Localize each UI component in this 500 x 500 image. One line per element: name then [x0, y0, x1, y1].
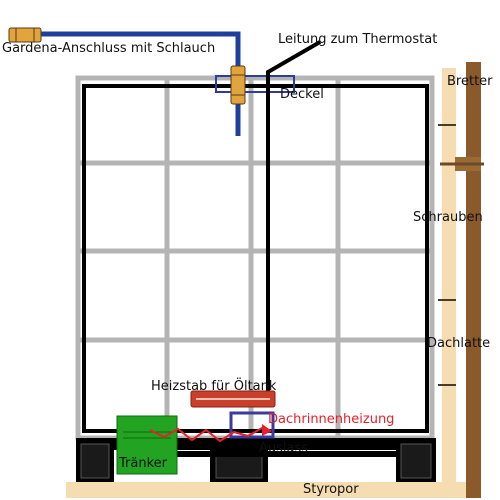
label-bretter: Bretter [447, 74, 493, 89]
screw-clamp [440, 157, 484, 171]
gutter-heating-arrow-icon [262, 424, 272, 436]
thermostat-line [266, 40, 321, 400]
label-thermostat: Leitung zum Thermostat [278, 32, 438, 47]
dachlatte-batten [466, 62, 481, 498]
label-deckel: Deckel [280, 87, 324, 102]
deckel-lid [215, 75, 295, 93]
gutter-heating-cable [149, 426, 271, 443]
label-gardena: Gardena-Anschluss mit Schlauch [2, 41, 216, 56]
gardena-connector-icon [8, 27, 42, 43]
bretter-board [442, 68, 456, 482]
label-dachrinnenheizung: Dachrinnenheizung [268, 412, 395, 427]
label-schrauben: Schrauben [413, 210, 483, 225]
label-dachlatte: Dachlatte [427, 336, 491, 351]
label-heizstab: Heizstab für Öltank [151, 379, 277, 394]
pallet [76, 438, 436, 482]
label-auslass: Auslass [259, 441, 309, 456]
label-styropor: Styropor [303, 482, 359, 497]
traenker-trough-icon [116, 415, 178, 475]
lid-coupling-icon [230, 65, 246, 105]
styropor-base [66, 482, 468, 498]
screws [438, 124, 456, 386]
label-traenker: Tränker [119, 456, 167, 471]
auslass-outlet [229, 411, 275, 439]
